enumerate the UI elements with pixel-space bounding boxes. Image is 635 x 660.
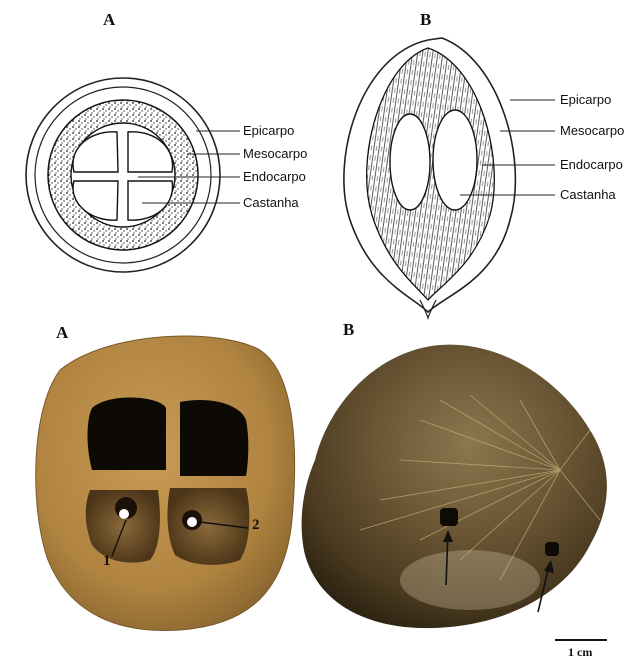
label-endocarpo-b: Endocarpo xyxy=(560,157,623,172)
chamber-top-right xyxy=(180,400,248,476)
label-castanha-a: Castanha xyxy=(243,195,299,210)
panel-letter-bottom-a: A xyxy=(56,323,68,343)
scale-bar-label: 1 cm xyxy=(568,645,592,660)
diagram-b-longitudinal-section xyxy=(344,38,555,318)
panel-letter-top-a: A xyxy=(103,10,115,30)
marker-2: 2 xyxy=(252,517,260,534)
label-mesocarpo-a: Mesocarpo xyxy=(243,146,307,161)
hole-2 xyxy=(545,542,559,556)
label-castanha-b: Castanha xyxy=(560,187,616,202)
panel-letter-bottom-b: B xyxy=(343,320,354,340)
pore-2-hole xyxy=(187,517,197,527)
photo-b-whole-fruit xyxy=(302,345,607,629)
label-mesocarpo-b: Mesocarpo xyxy=(560,123,624,138)
marker-1: 1 xyxy=(103,553,111,570)
label-epicarpo-b: Epicarpo xyxy=(560,92,611,107)
diagram-a-cross-section xyxy=(26,78,240,272)
label-epicarpo-a: Epicarpo xyxy=(243,123,294,138)
photo-a-cross-section xyxy=(36,336,295,631)
seed-left xyxy=(390,114,430,210)
husk-highlight xyxy=(400,550,540,610)
panel-letter-top-b: B xyxy=(420,10,431,30)
chamber-top-left xyxy=(88,397,167,470)
pore-1-hole xyxy=(119,509,129,519)
hole-1 xyxy=(440,508,458,526)
fruit-cross-section-body xyxy=(36,336,295,631)
label-endocarpo-a: Endocarpo xyxy=(243,169,306,184)
